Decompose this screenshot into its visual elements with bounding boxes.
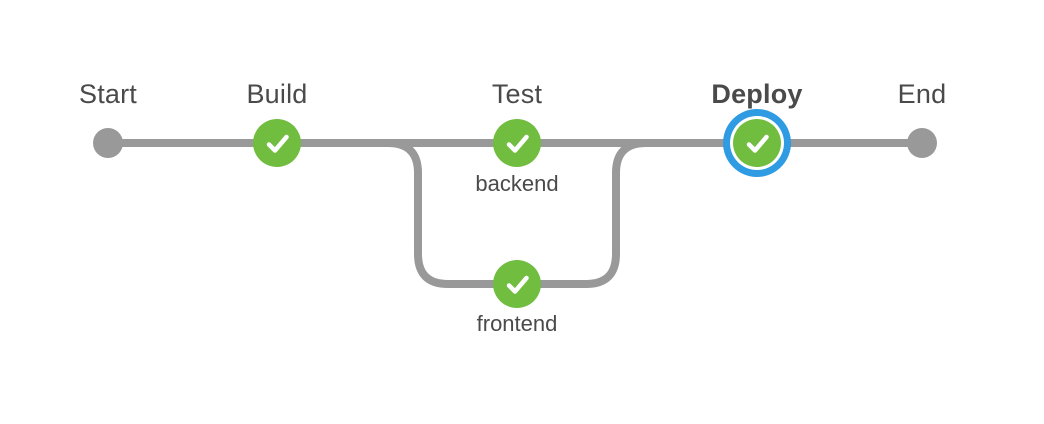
stage-label-deploy: Deploy bbox=[711, 79, 803, 109]
start-endpoint-dot bbox=[93, 128, 123, 158]
check-icon bbox=[504, 271, 531, 298]
job-label-backend: backend bbox=[475, 171, 559, 196]
stage-label-test: Test bbox=[491, 79, 543, 109]
check-icon bbox=[264, 130, 291, 157]
job-label-frontend: frontend bbox=[476, 311, 558, 336]
test-frontend-stage-node[interactable] bbox=[493, 260, 541, 308]
check-icon bbox=[504, 130, 531, 157]
check-icon bbox=[744, 130, 771, 157]
stage-label-build: Build bbox=[246, 79, 308, 109]
deploy-stage-node-selected[interactable] bbox=[733, 119, 781, 167]
end-endpoint-dot bbox=[907, 128, 937, 158]
stage-label-end: End bbox=[897, 79, 947, 109]
build-stage-node[interactable] bbox=[253, 119, 301, 167]
test-backend-stage-node[interactable] bbox=[493, 119, 541, 167]
stage-label-start: Start bbox=[78, 79, 138, 109]
